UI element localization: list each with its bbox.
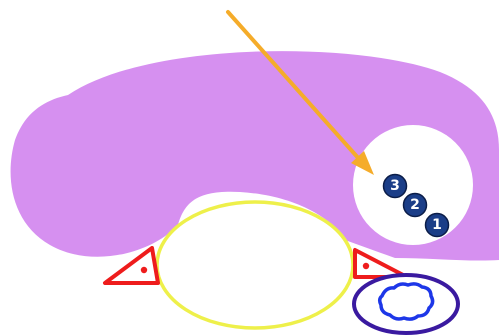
right-triangle-dot (363, 263, 369, 269)
marker-1-label: 1 (432, 217, 442, 233)
left-triangle-dot (141, 267, 147, 273)
white-circle (353, 125, 473, 245)
blue-wavy-blob (380, 284, 433, 319)
numbered-marker-3: 3 (384, 175, 407, 198)
numbered-marker-1: 1 (426, 214, 449, 237)
yellow-oval (157, 202, 353, 328)
numbered-marker-2: 2 (404, 194, 427, 217)
marker-3-label: 3 (390, 178, 400, 194)
marker-2-label: 2 (410, 197, 420, 213)
